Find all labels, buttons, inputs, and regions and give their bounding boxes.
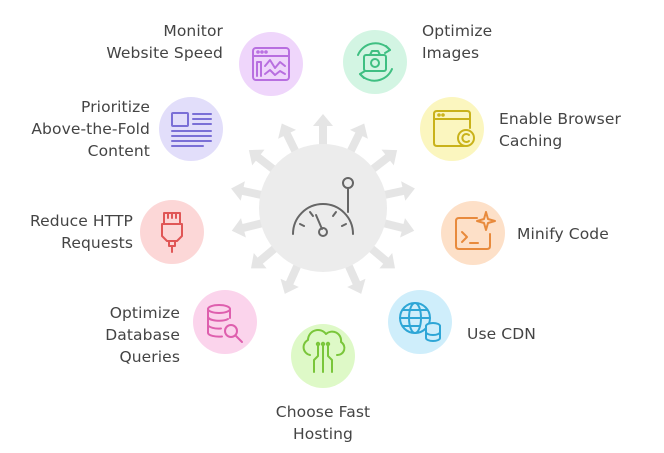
node-hosting [291, 324, 355, 388]
node-images [343, 30, 407, 94]
document-layout-icon [171, 112, 212, 147]
browser-cache-icon [433, 110, 475, 147]
node-monitor-circle [239, 32, 303, 96]
node-database [193, 290, 257, 354]
node-fold-circle [159, 97, 223, 161]
label-http: Reduce HTTP Requests [29, 212, 133, 252]
hub-arrow-1 [313, 114, 333, 153]
label-hosting: Choose Fast Hosting [275, 403, 371, 443]
plug-icon [161, 212, 183, 253]
globe-database-icon [399, 302, 441, 342]
database-search-icon [207, 304, 243, 343]
hub-circle [259, 144, 387, 272]
node-monitor [239, 32, 303, 96]
label-monitor: Monitor Website Speed [106, 22, 223, 62]
node-http-circle [140, 200, 204, 264]
node-database-circle [193, 290, 257, 354]
label-caching: Enable Browser Caching [499, 110, 621, 150]
speedometer-icon [292, 177, 354, 237]
label-database: Optimize Database Queries [105, 304, 180, 366]
camera-refresh-icon [357, 42, 393, 82]
label-minify: Minify Code [517, 225, 609, 243]
node-http [140, 200, 204, 264]
hub [259, 144, 387, 272]
node-caching [420, 97, 484, 161]
node-images-circle [343, 30, 407, 94]
nodes [140, 30, 505, 388]
speed-chart-icon [252, 47, 290, 81]
node-caching-circle [420, 97, 484, 161]
node-fold [159, 97, 223, 161]
cloud-server-icon [302, 329, 346, 373]
label-images: Optimize Images [422, 22, 493, 62]
node-minify [441, 201, 505, 265]
code-terminal-icon [455, 211, 496, 250]
node-cdn [388, 290, 452, 354]
node-minify-circle [441, 201, 505, 265]
label-fold: Prioritize Above-the-Fold Content [31, 98, 150, 160]
label-cdn: Use CDN [467, 325, 536, 343]
